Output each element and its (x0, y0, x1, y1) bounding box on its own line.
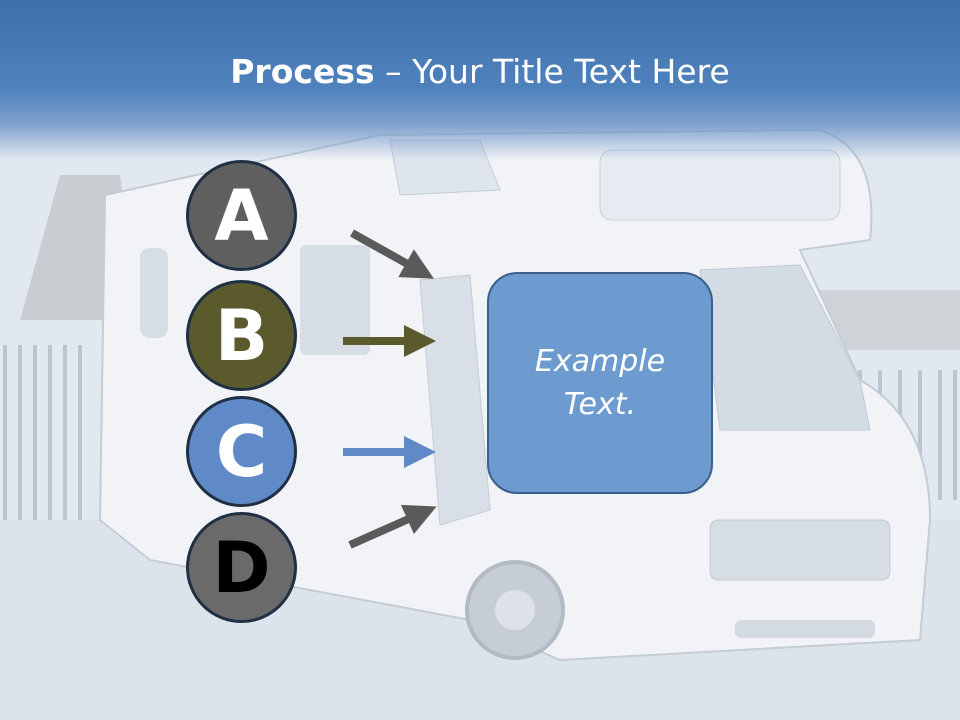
step-a-circle: A (186, 160, 297, 271)
title-band (0, 0, 960, 160)
example-text: Example Text. (534, 343, 666, 423)
example-text-box: Example Text. (487, 272, 713, 494)
title-rest: – Your Title Text Here (374, 52, 730, 91)
step-d-letter: D (212, 526, 271, 609)
step-c-letter: C (215, 410, 268, 493)
step-a-letter: A (214, 174, 269, 257)
arrow-d (348, 504, 437, 549)
arrow-a (350, 229, 434, 279)
step-d-circle: D (186, 512, 297, 623)
title-bold: Process (230, 52, 375, 91)
slide-title: Process – Your Title Text Here (0, 52, 960, 91)
step-b-letter: B (214, 294, 269, 377)
step-b-circle: B (186, 280, 297, 391)
step-c-circle: C (186, 396, 297, 507)
